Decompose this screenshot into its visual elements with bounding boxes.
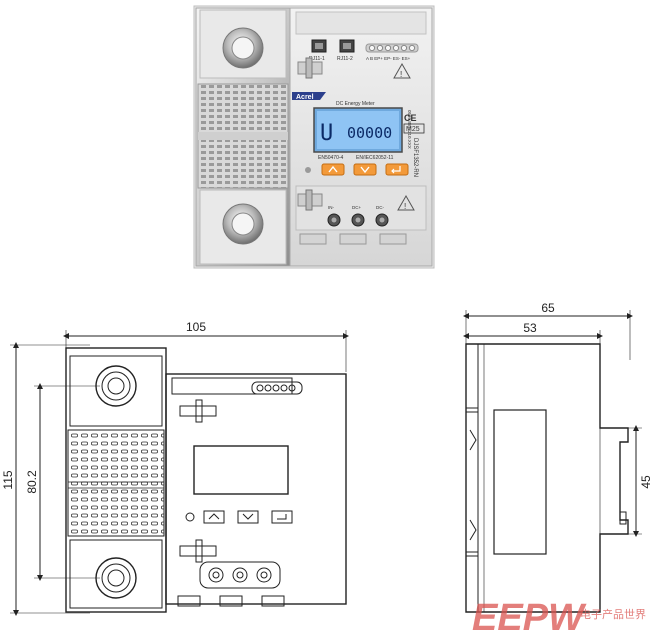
eepw-watermark: EEPW 电子产品世界 bbox=[472, 597, 646, 636]
side-view-drawing bbox=[463, 310, 642, 613]
front-pitch-label: 80.2 bbox=[25, 470, 39, 494]
terminal-3-label: DC- bbox=[376, 205, 384, 210]
lcd-prefix: U bbox=[320, 121, 333, 146]
shunt-block bbox=[195, 7, 291, 267]
port-2-label: RJ11-2 bbox=[337, 56, 353, 62]
watermark-site: 电子产品世界 bbox=[580, 607, 646, 621]
warning-icon-lower bbox=[397, 194, 415, 211]
terminal-2-label: DC+ bbox=[352, 205, 361, 210]
button-down[interactable] bbox=[353, 163, 377, 176]
led-indicators bbox=[365, 43, 419, 53]
terminal-1-label: IN- bbox=[328, 205, 335, 210]
front-top-nut-icon bbox=[95, 365, 137, 407]
model-vertical: DJSF1352-RN bbox=[412, 138, 418, 177]
port-1-label: RJ11-1 bbox=[309, 56, 325, 62]
svg-text:!: ! bbox=[400, 70, 402, 79]
led-labels: A B EP+ EP- ES- ES+ bbox=[366, 56, 411, 61]
product-photo: RJ11-1 RJ11-2 A B EP+ EP- ES- ES+ ! Acre bbox=[193, 5, 435, 269]
button-enter[interactable] bbox=[385, 163, 409, 176]
warning-icon bbox=[393, 62, 411, 79]
lcd-value: 00000 bbox=[347, 124, 392, 142]
product-label: DC Energy Meter bbox=[336, 101, 375, 107]
meter-body: RJ11-1 RJ11-2 A B EP+ EP- ES- ES+ ! Acre bbox=[289, 7, 433, 267]
front-button-enter bbox=[271, 510, 293, 524]
mid-mark: M25 bbox=[406, 126, 420, 133]
front-height-label: 115 bbox=[1, 470, 15, 489]
serial-vertical: 0599 8BB 210.XXX bbox=[407, 110, 412, 149]
front-button-down bbox=[237, 510, 259, 524]
ce-mark: CE bbox=[404, 113, 417, 123]
standard-left: EN50470-4 bbox=[318, 155, 344, 161]
side-rail-label: 45 bbox=[639, 475, 653, 489]
standard-right: EN/IEC62052-11 bbox=[356, 155, 394, 161]
status-led-icon bbox=[305, 167, 311, 173]
button-up[interactable] bbox=[321, 163, 345, 176]
front-button-up bbox=[203, 510, 225, 524]
front-view-drawing bbox=[10, 330, 349, 616]
watermark-logo: EEPW bbox=[472, 597, 587, 636]
front-bottom-nut-icon bbox=[95, 557, 137, 599]
brand-label: Acrel bbox=[296, 94, 314, 101]
side-body-depth-label: 53 bbox=[523, 321, 537, 335]
lcd-display: U 00000 bbox=[313, 107, 403, 153]
front-width-label: 105 bbox=[186, 320, 206, 334]
svg-text:!: ! bbox=[404, 202, 406, 211]
side-depth-label: 65 bbox=[541, 301, 555, 315]
